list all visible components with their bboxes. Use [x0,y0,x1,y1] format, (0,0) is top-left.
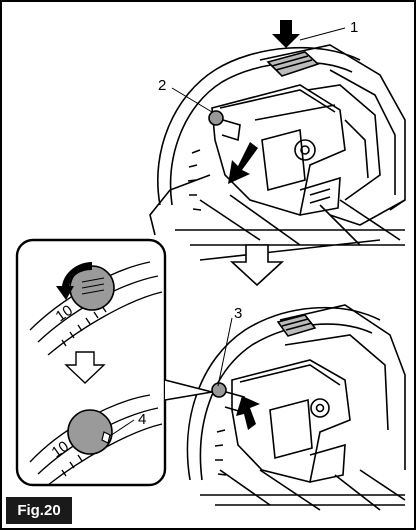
flow-down-arrow-icon [229,244,285,287]
knob-tighten [67,409,113,455]
detail-inset: 10 10 [15,238,213,487]
callout-1: 1 [350,19,358,36]
press-down-arrow-icon [272,20,300,48]
callout-4: 4 [138,411,146,428]
callout-1-leader [299,27,346,41]
tilt-back-arrow-icon [236,396,260,430]
callout-2: 2 [158,77,166,94]
saw-bottom-illustration [186,304,406,511]
callout-2-leader [171,87,213,113]
scale-mark-lower: 10 [49,438,72,461]
inset-flow-arrow-icon [64,351,106,384]
callout-3: 3 [234,305,242,322]
inset-pointer [164,379,213,401]
callout-4-leader [109,419,135,437]
callout-3-leader [217,317,233,387]
scale-mark-upper: 10 [53,302,76,325]
figure-label: Fig.20 [6,497,72,524]
saw-top-illustration [149,44,406,261]
rotate-arrow-icon [56,262,92,300]
tilt-arrow-icon [228,142,258,184]
